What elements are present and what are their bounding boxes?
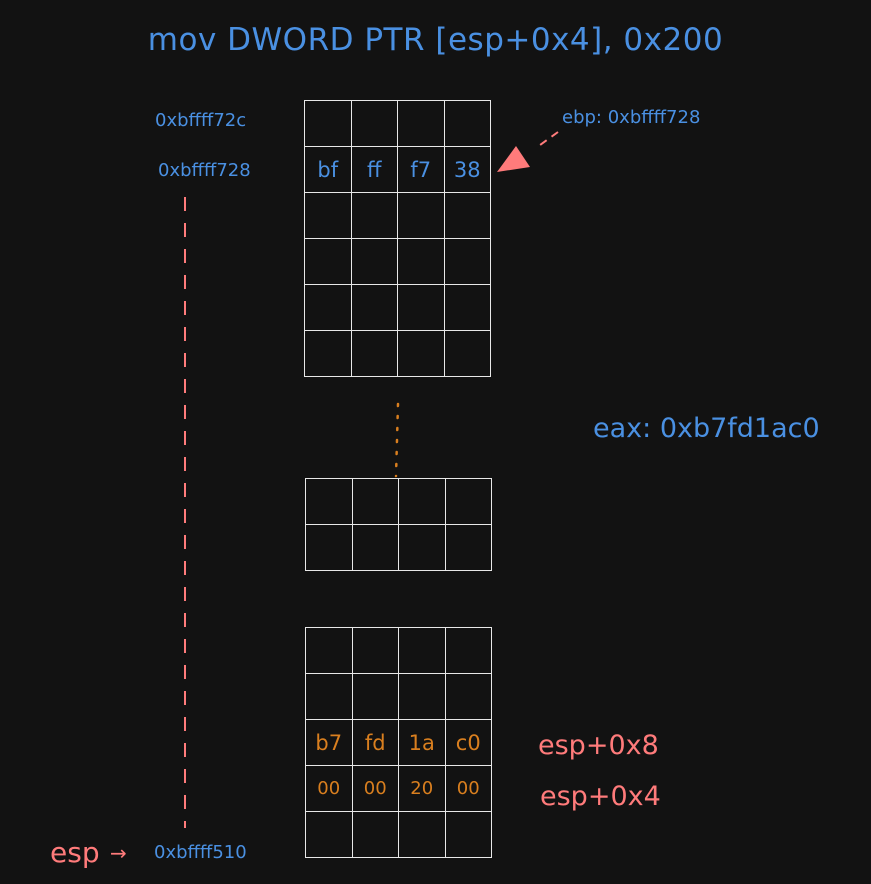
stack-cell — [398, 101, 445, 147]
ebp-arrow-head — [497, 146, 530, 172]
stack-cell — [306, 479, 353, 525]
esp8-byte-cell: fd — [352, 720, 399, 766]
esp-plus8-label: esp+0x8 — [538, 730, 659, 761]
ebp-arrow-shaft — [539, 131, 559, 146]
esp8-byte-cell: 1a — [399, 720, 446, 766]
stack-cell — [399, 525, 446, 571]
stack-cell — [305, 285, 352, 331]
stack-cell — [351, 331, 398, 377]
stack-cell — [444, 101, 491, 147]
stack-cell — [306, 674, 353, 720]
gap-dotted-connector — [394, 402, 400, 478]
stack-grid-middle — [305, 478, 492, 571]
stack-cell — [399, 674, 446, 720]
ebp-byte-cell: 38 — [444, 147, 491, 193]
stack-cell — [305, 239, 352, 285]
esp4-byte-cell: 00 — [352, 766, 399, 812]
esp-arrow-icon: → — [110, 841, 127, 865]
stack-cell — [352, 674, 399, 720]
stack-cell — [399, 628, 446, 674]
stack-cell — [351, 239, 398, 285]
stack-cell — [445, 525, 492, 571]
ebp-register-label: ebp: 0xbffff728 — [562, 107, 701, 128]
stack-cell — [398, 193, 445, 239]
esp8-byte-cell: b7 — [306, 720, 353, 766]
stack-cell — [305, 193, 352, 239]
stack-cell — [398, 239, 445, 285]
stack-cell — [351, 285, 398, 331]
stack-cell — [444, 331, 491, 377]
eax-register-label: eax: 0xb7fd1ac0 — [593, 413, 820, 444]
stack-cell — [351, 193, 398, 239]
stack-cell — [444, 285, 491, 331]
stack-cell — [445, 479, 492, 525]
stack-cell — [306, 525, 353, 571]
ebp-byte-cell: f7 — [398, 147, 445, 193]
stack-grid-top: bf ff f7 38 — [304, 100, 491, 377]
stack-cell — [352, 812, 399, 858]
stack-cell — [305, 331, 352, 377]
instruction-title: mov DWORD PTR [esp+0x4], 0x200 — [147, 22, 724, 58]
esp4-byte-cell: 00 — [445, 766, 492, 812]
address-label-top: 0xbffff72c — [155, 110, 247, 131]
stack-cell — [352, 628, 399, 674]
ebp-byte-cell: ff — [351, 147, 398, 193]
esp-plus4-label: esp+0x4 — [540, 781, 661, 812]
stack-cell — [306, 812, 353, 858]
stack-cell — [352, 479, 399, 525]
esp4-byte-cell: 00 — [306, 766, 353, 812]
stack-cell — [445, 628, 492, 674]
address-label-esp: 0xbffff510 — [154, 842, 247, 863]
stack-cell — [352, 525, 399, 571]
stack-cell — [398, 285, 445, 331]
stack-cell — [305, 101, 352, 147]
stack-cell — [398, 331, 445, 377]
stack-cell — [306, 628, 353, 674]
esp8-byte-cell: c0 — [445, 720, 492, 766]
stack-cell — [399, 812, 446, 858]
stack-grid-bottom: b7 fd 1a c0 00 00 20 00 — [305, 627, 492, 858]
stack-cell — [445, 812, 492, 858]
stack-cell — [444, 193, 491, 239]
stack-cell — [444, 239, 491, 285]
esp-register-label: esp — [50, 836, 100, 869]
stack-cell — [399, 479, 446, 525]
ebp-byte-cell: bf — [305, 147, 352, 193]
stack-cell — [445, 674, 492, 720]
esp4-byte-cell: 20 — [399, 766, 446, 812]
stack-cell — [351, 101, 398, 147]
address-label-ebp: 0xbffff728 — [158, 160, 251, 181]
